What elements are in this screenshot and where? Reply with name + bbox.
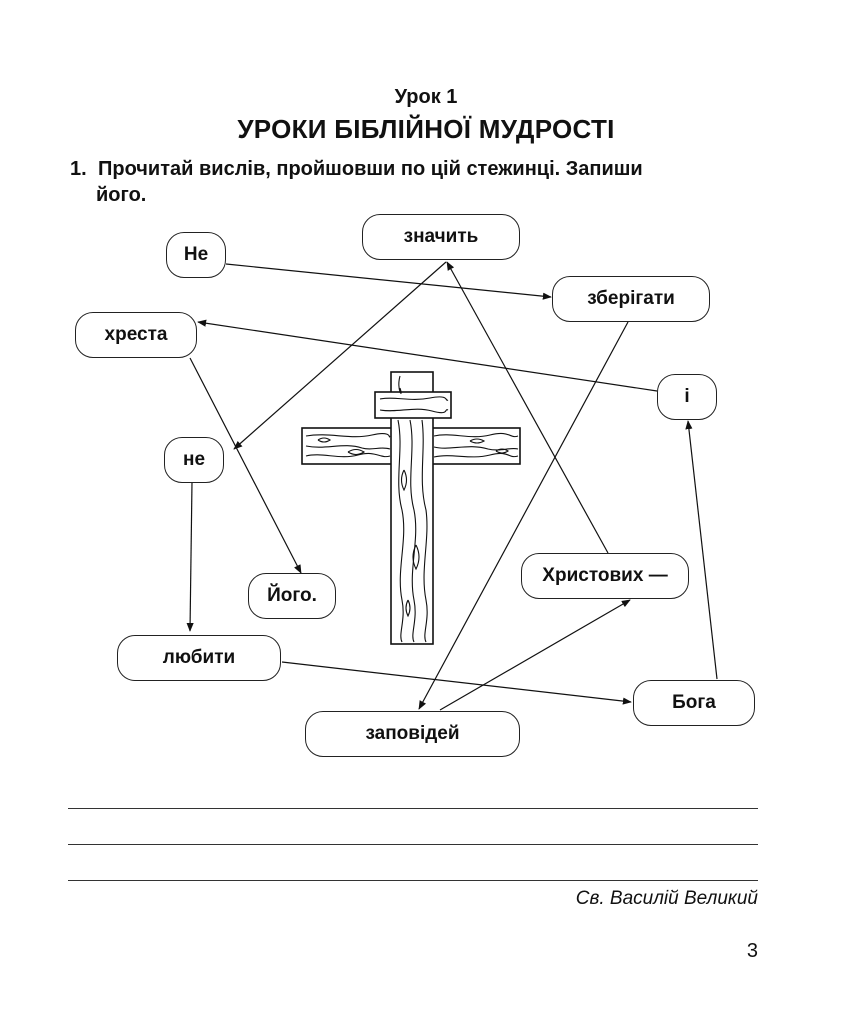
word-box-liubyty: любити bbox=[117, 635, 281, 681]
quote-attribution: Св. Василій Великий bbox=[575, 888, 758, 909]
word-box-ne-capital: Не bbox=[166, 232, 226, 278]
word-box-khrystovykh: Христових — bbox=[521, 553, 689, 599]
answer-line-1[interactable] bbox=[68, 808, 758, 809]
word-box-zapovidei: заповідей bbox=[305, 711, 520, 757]
cross-illustration bbox=[301, 371, 521, 645]
word-box-i: і bbox=[657, 374, 717, 420]
answer-line-3[interactable] bbox=[68, 880, 758, 881]
lesson-label: Урок 1 bbox=[394, 86, 458, 108]
task-number: 1. bbox=[70, 158, 87, 180]
word-box-znachyt: значить bbox=[362, 214, 520, 260]
page-number: 3 bbox=[746, 940, 758, 962]
path-arrows bbox=[186, 261, 718, 711]
word-box-boha: Бога bbox=[633, 680, 755, 726]
word-box-zberihaty: зберігати bbox=[552, 276, 710, 322]
word-box-khresta: хреста bbox=[75, 312, 197, 358]
task-text-line2: його. bbox=[96, 184, 147, 206]
task-instruction: 1. Прочитай вислів, пройшовши по цій стеж… bbox=[70, 156, 760, 208]
task-text-line1: Прочитай вислів, пройшовши по цій стежин… bbox=[98, 158, 643, 180]
word-box-ne: не bbox=[164, 437, 224, 483]
page-title: УРОКИ БІБЛІЙНОЇ МУДРОСТІ bbox=[237, 114, 615, 144]
answer-line-2[interactable] bbox=[68, 844, 758, 845]
word-box-yoho: Його. bbox=[248, 573, 336, 619]
